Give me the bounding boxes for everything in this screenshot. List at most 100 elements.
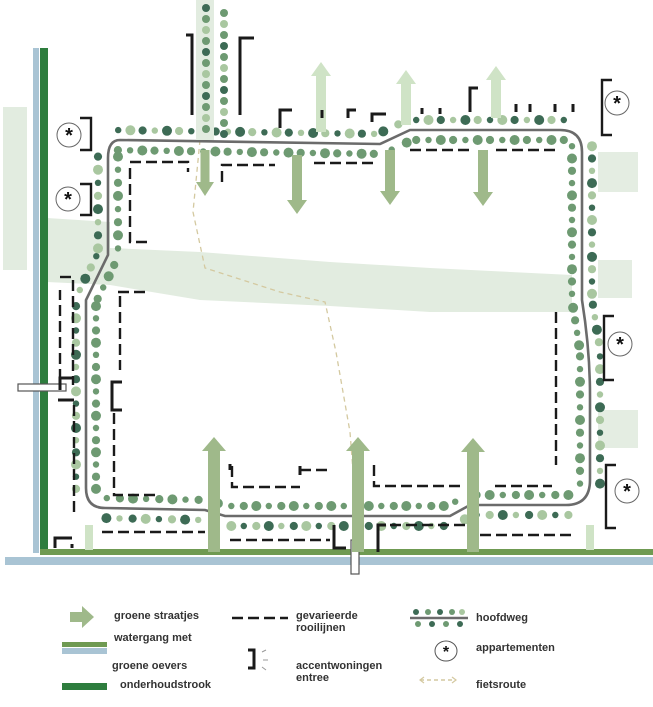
tree (560, 116, 567, 124)
tree (576, 404, 584, 411)
tree (378, 126, 389, 137)
tree (427, 501, 436, 511)
tree (346, 150, 353, 157)
tree (575, 376, 585, 387)
tree (220, 31, 228, 39)
tree (473, 115, 482, 125)
apartment-marker: * (607, 331, 633, 357)
apartment-circle (607, 331, 633, 357)
tree (537, 510, 548, 520)
green-street-arrow (396, 70, 416, 125)
tree (167, 515, 177, 524)
tree (155, 515, 163, 523)
legend-label-building-lines-2: rooilijnen (296, 622, 346, 634)
tree (551, 490, 560, 500)
legend-label-building-lines-1: gevarieerde (296, 610, 358, 622)
tree (92, 424, 100, 432)
tree (114, 166, 122, 173)
entrance-brackets (53, 33, 575, 552)
tree (220, 53, 228, 61)
svg-text:*: * (443, 644, 450, 661)
tree (588, 278, 596, 285)
tree (369, 149, 378, 158)
tree (113, 230, 123, 241)
tree (574, 340, 585, 351)
tree (438, 501, 449, 511)
tree (567, 166, 577, 175)
tree (113, 218, 123, 227)
tree (413, 521, 424, 531)
tree (452, 498, 459, 505)
tree (297, 129, 305, 136)
apartment-circle (604, 90, 630, 116)
tree (220, 64, 228, 72)
tree (308, 128, 319, 138)
tree (591, 314, 599, 321)
tree (389, 501, 398, 511)
legend-label-maintenance-strip: onderhoudstrook (120, 679, 212, 691)
tree (202, 59, 210, 67)
legend-maintenance-swatch (62, 683, 107, 690)
tree (568, 216, 576, 224)
tree (194, 495, 203, 504)
green-street-arrows (85, 62, 594, 552)
tree (595, 440, 605, 451)
tree (72, 363, 80, 371)
tree (378, 502, 385, 510)
tree (472, 135, 483, 145)
tree (278, 522, 285, 530)
tree (80, 273, 91, 284)
tree (568, 179, 576, 187)
tree (202, 26, 210, 34)
tree (277, 501, 286, 511)
tree (71, 386, 81, 397)
tree (202, 37, 210, 45)
tree (202, 4, 210, 12)
tree (195, 516, 202, 524)
tree (534, 115, 545, 125)
tree (425, 136, 432, 144)
tree (595, 415, 605, 425)
tree (594, 338, 604, 347)
tree (591, 324, 602, 335)
tree (162, 125, 172, 136)
tree (91, 326, 101, 335)
tree (499, 136, 506, 144)
tree (309, 149, 317, 157)
tree (315, 522, 322, 530)
tree (202, 92, 210, 100)
green-band-middle (47, 218, 572, 312)
tree (539, 491, 546, 499)
apartment-symbol: * (65, 125, 73, 147)
tree (103, 271, 114, 282)
tree (246, 147, 257, 158)
tree (546, 135, 557, 145)
tree (92, 315, 100, 322)
tree (512, 511, 520, 519)
tree (595, 402, 605, 413)
tree (252, 521, 261, 531)
legend-label-bike-route: fietsroute (476, 679, 527, 691)
apartment-marker: * (604, 90, 630, 116)
tree (576, 365, 584, 373)
tree (93, 152, 103, 161)
tree (523, 116, 531, 124)
tree (126, 147, 134, 154)
tree (595, 364, 605, 375)
tree (485, 135, 495, 145)
tree (220, 108, 228, 116)
tree (71, 459, 81, 470)
tree (92, 388, 100, 395)
tree (588, 167, 596, 174)
tree (284, 128, 293, 137)
tree (150, 146, 159, 155)
tree (175, 126, 184, 136)
apartment-circle (55, 186, 81, 212)
tree (91, 483, 101, 494)
tree (522, 135, 532, 145)
tree (344, 128, 355, 139)
green-street-stub (586, 525, 594, 550)
legend-label-apartments: appartementen (476, 642, 555, 654)
tree (167, 494, 178, 505)
tree (271, 127, 282, 138)
